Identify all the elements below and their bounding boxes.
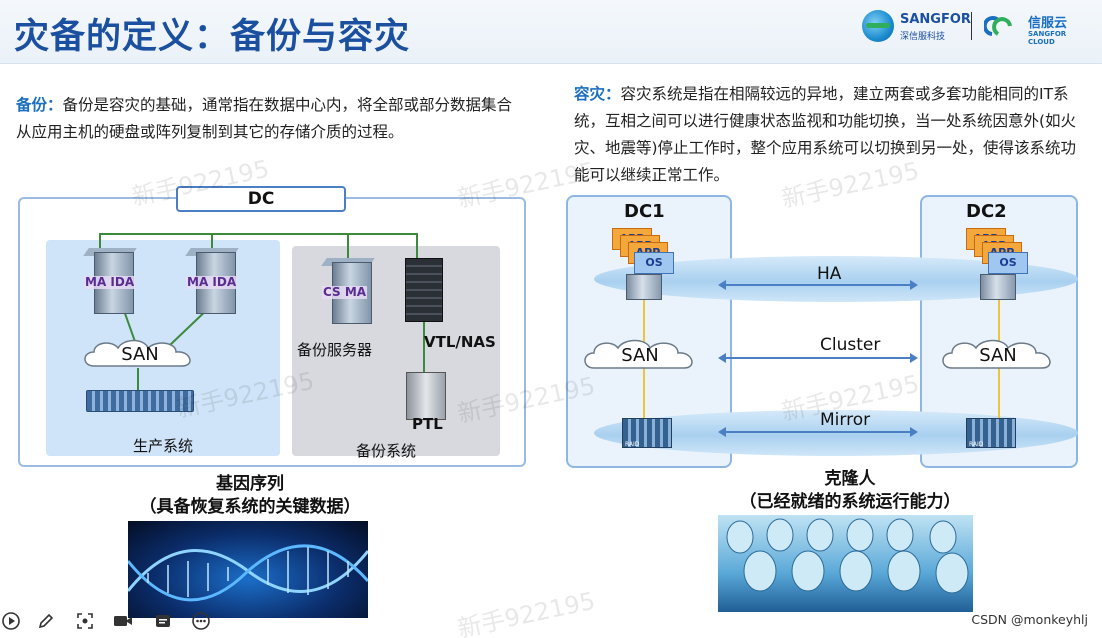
dc1-san-label: SAN xyxy=(621,345,659,366)
backup-server: CS MA xyxy=(321,258,375,324)
watermark: 新手922195 xyxy=(455,586,598,638)
camera-icon[interactable] xyxy=(112,612,134,632)
clone-crowd-image xyxy=(718,515,973,612)
backup-system-label: 备份系统 xyxy=(356,442,417,460)
backup-text: 备份是容灾的基础，通常指在数据中心内，将全部或部分数据集合从应用主机的硬盘或阵列… xyxy=(16,96,513,141)
backup-keyword: 备份： xyxy=(16,96,63,114)
sangfor-globe-icon xyxy=(862,10,894,42)
dc2-host-icon xyxy=(980,274,1016,300)
dc-label: DC xyxy=(176,186,346,212)
dc2-raid-label: RAID xyxy=(969,441,984,448)
production-system-label: 生产系统 xyxy=(133,437,194,455)
server-2-tag: MA IDA xyxy=(186,275,238,289)
dna-helix-icon xyxy=(128,544,368,602)
server-1-tag: MA IDA xyxy=(84,275,136,289)
cloud-logo-icon xyxy=(984,16,1012,36)
cloud-logo-sub: SANGFOR CLOUD xyxy=(1028,30,1067,46)
left-caption-line2: （具备恢复系统的关键数据） xyxy=(139,497,361,517)
right-caption-line2: （已经就绪的系统运行能力） xyxy=(739,492,961,512)
backup-server-label: 备份服务器 xyxy=(297,341,373,359)
dc2-label: DC2 xyxy=(966,201,1007,222)
logo-divider xyxy=(971,12,972,40)
dr-definition: 容灾：容灾系统是指在相隔较远的异地，建立两套或多套功能相同的IT系统，互相之间可… xyxy=(574,81,1089,189)
caption-icon[interactable] xyxy=(152,612,174,632)
ha-arrow xyxy=(718,280,918,290)
play-icon[interactable] xyxy=(0,612,22,632)
mirror-arrow xyxy=(718,427,918,437)
dc2-raid-icon: RAID xyxy=(966,418,1016,448)
pen-icon[interactable] xyxy=(35,612,57,632)
dc1-app-stack: APP APP APP OS xyxy=(612,228,674,274)
dc2-app-stack: APP APP APP OS xyxy=(966,228,1028,274)
mirror-label: Mirror xyxy=(820,410,871,430)
cluster-label: Cluster xyxy=(820,335,881,355)
ptl-icon xyxy=(406,372,446,420)
vtl-nas-icon xyxy=(405,258,443,322)
left-caption-line1: 基因序列 xyxy=(216,474,284,494)
dc2-os-card: OS xyxy=(988,252,1028,274)
dc1-san-cloud-icon xyxy=(584,339,693,369)
dna-image xyxy=(128,521,368,618)
sangfor-logo-sub: 深信服科技 xyxy=(900,32,946,42)
right-caption-line1: 克隆人 xyxy=(824,469,876,489)
san-cloud-icon xyxy=(84,339,191,367)
vtl-nas-label: VTL/NAS xyxy=(424,333,496,351)
dc1-host-icon xyxy=(626,274,662,300)
more-icon[interactable] xyxy=(190,612,212,632)
csdn-credit: CSDN @monkeyhlj xyxy=(971,612,1088,627)
sangfor-cloud-logo: 信服云 SANGFOR CLOUD xyxy=(984,10,1094,46)
backup-definition: 备份：备份是容灾的基础，通常指在数据中心内，将全部或部分数据集合从应用主机的硬盘… xyxy=(16,92,516,146)
backup-server-tag: CS MA xyxy=(322,285,368,299)
production-server-1: MA IDA xyxy=(83,248,137,314)
production-server-2: MA IDA xyxy=(185,248,239,314)
sangfor-logo-name: SANGFOR xyxy=(900,12,971,27)
dc1-label: DC1 xyxy=(624,201,665,222)
backup-system-box xyxy=(292,246,500,456)
cluster-arrow xyxy=(718,353,918,363)
slide-title: 灾备的定义：备份与容灾 xyxy=(14,17,411,57)
ha-label: HA xyxy=(817,264,842,284)
dc1-os-card: OS xyxy=(634,252,674,274)
slide-header: 灾备的定义：备份与容灾 SANGFOR 深信服科技 信服云 SANGFOR CL… xyxy=(0,0,1102,64)
screenshot-icon[interactable] xyxy=(74,612,96,632)
dr-text: 容灾系统是指在相隔较远的异地，建立两套或多套功能相同的IT系统，互相之间可以进行… xyxy=(574,85,1077,184)
san-label-left: SAN xyxy=(121,344,159,365)
sangfor-logo: SANGFOR 深信服科技 xyxy=(862,10,971,44)
dc2-san-cloud-icon xyxy=(942,339,1051,369)
clone-heads-icon xyxy=(726,518,969,594)
dr-keyword: 容灾： xyxy=(574,85,621,103)
dc1-raid-label: RAID xyxy=(625,441,640,448)
cloud-logo-name: 信服云 xyxy=(1028,16,1068,31)
ptl-label: PTL xyxy=(412,415,443,433)
dc2-san-label: SAN xyxy=(979,345,1017,366)
storage-array-icon xyxy=(86,390,194,412)
dc1-raid-icon: RAID xyxy=(622,418,672,448)
